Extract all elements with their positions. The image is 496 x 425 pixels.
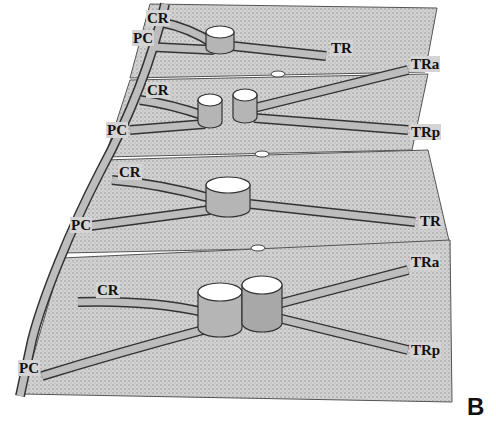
root-label: PC xyxy=(70,217,92,233)
root-label: PC xyxy=(106,122,128,138)
root-label: PC xyxy=(18,360,40,376)
root-label: CR xyxy=(96,282,120,298)
root-label: TRa xyxy=(410,254,440,270)
panel-letter: B xyxy=(466,394,485,420)
root-label: PC xyxy=(132,30,154,46)
root-label: TRp xyxy=(410,342,441,358)
root-label: TR xyxy=(419,213,442,229)
root-label: TRa xyxy=(410,56,440,72)
root-label: CR xyxy=(118,164,142,180)
root-label: CR xyxy=(146,82,170,98)
root-label: TR xyxy=(330,40,353,56)
root-label: CR xyxy=(146,10,170,26)
root-label: TRp xyxy=(410,124,441,140)
